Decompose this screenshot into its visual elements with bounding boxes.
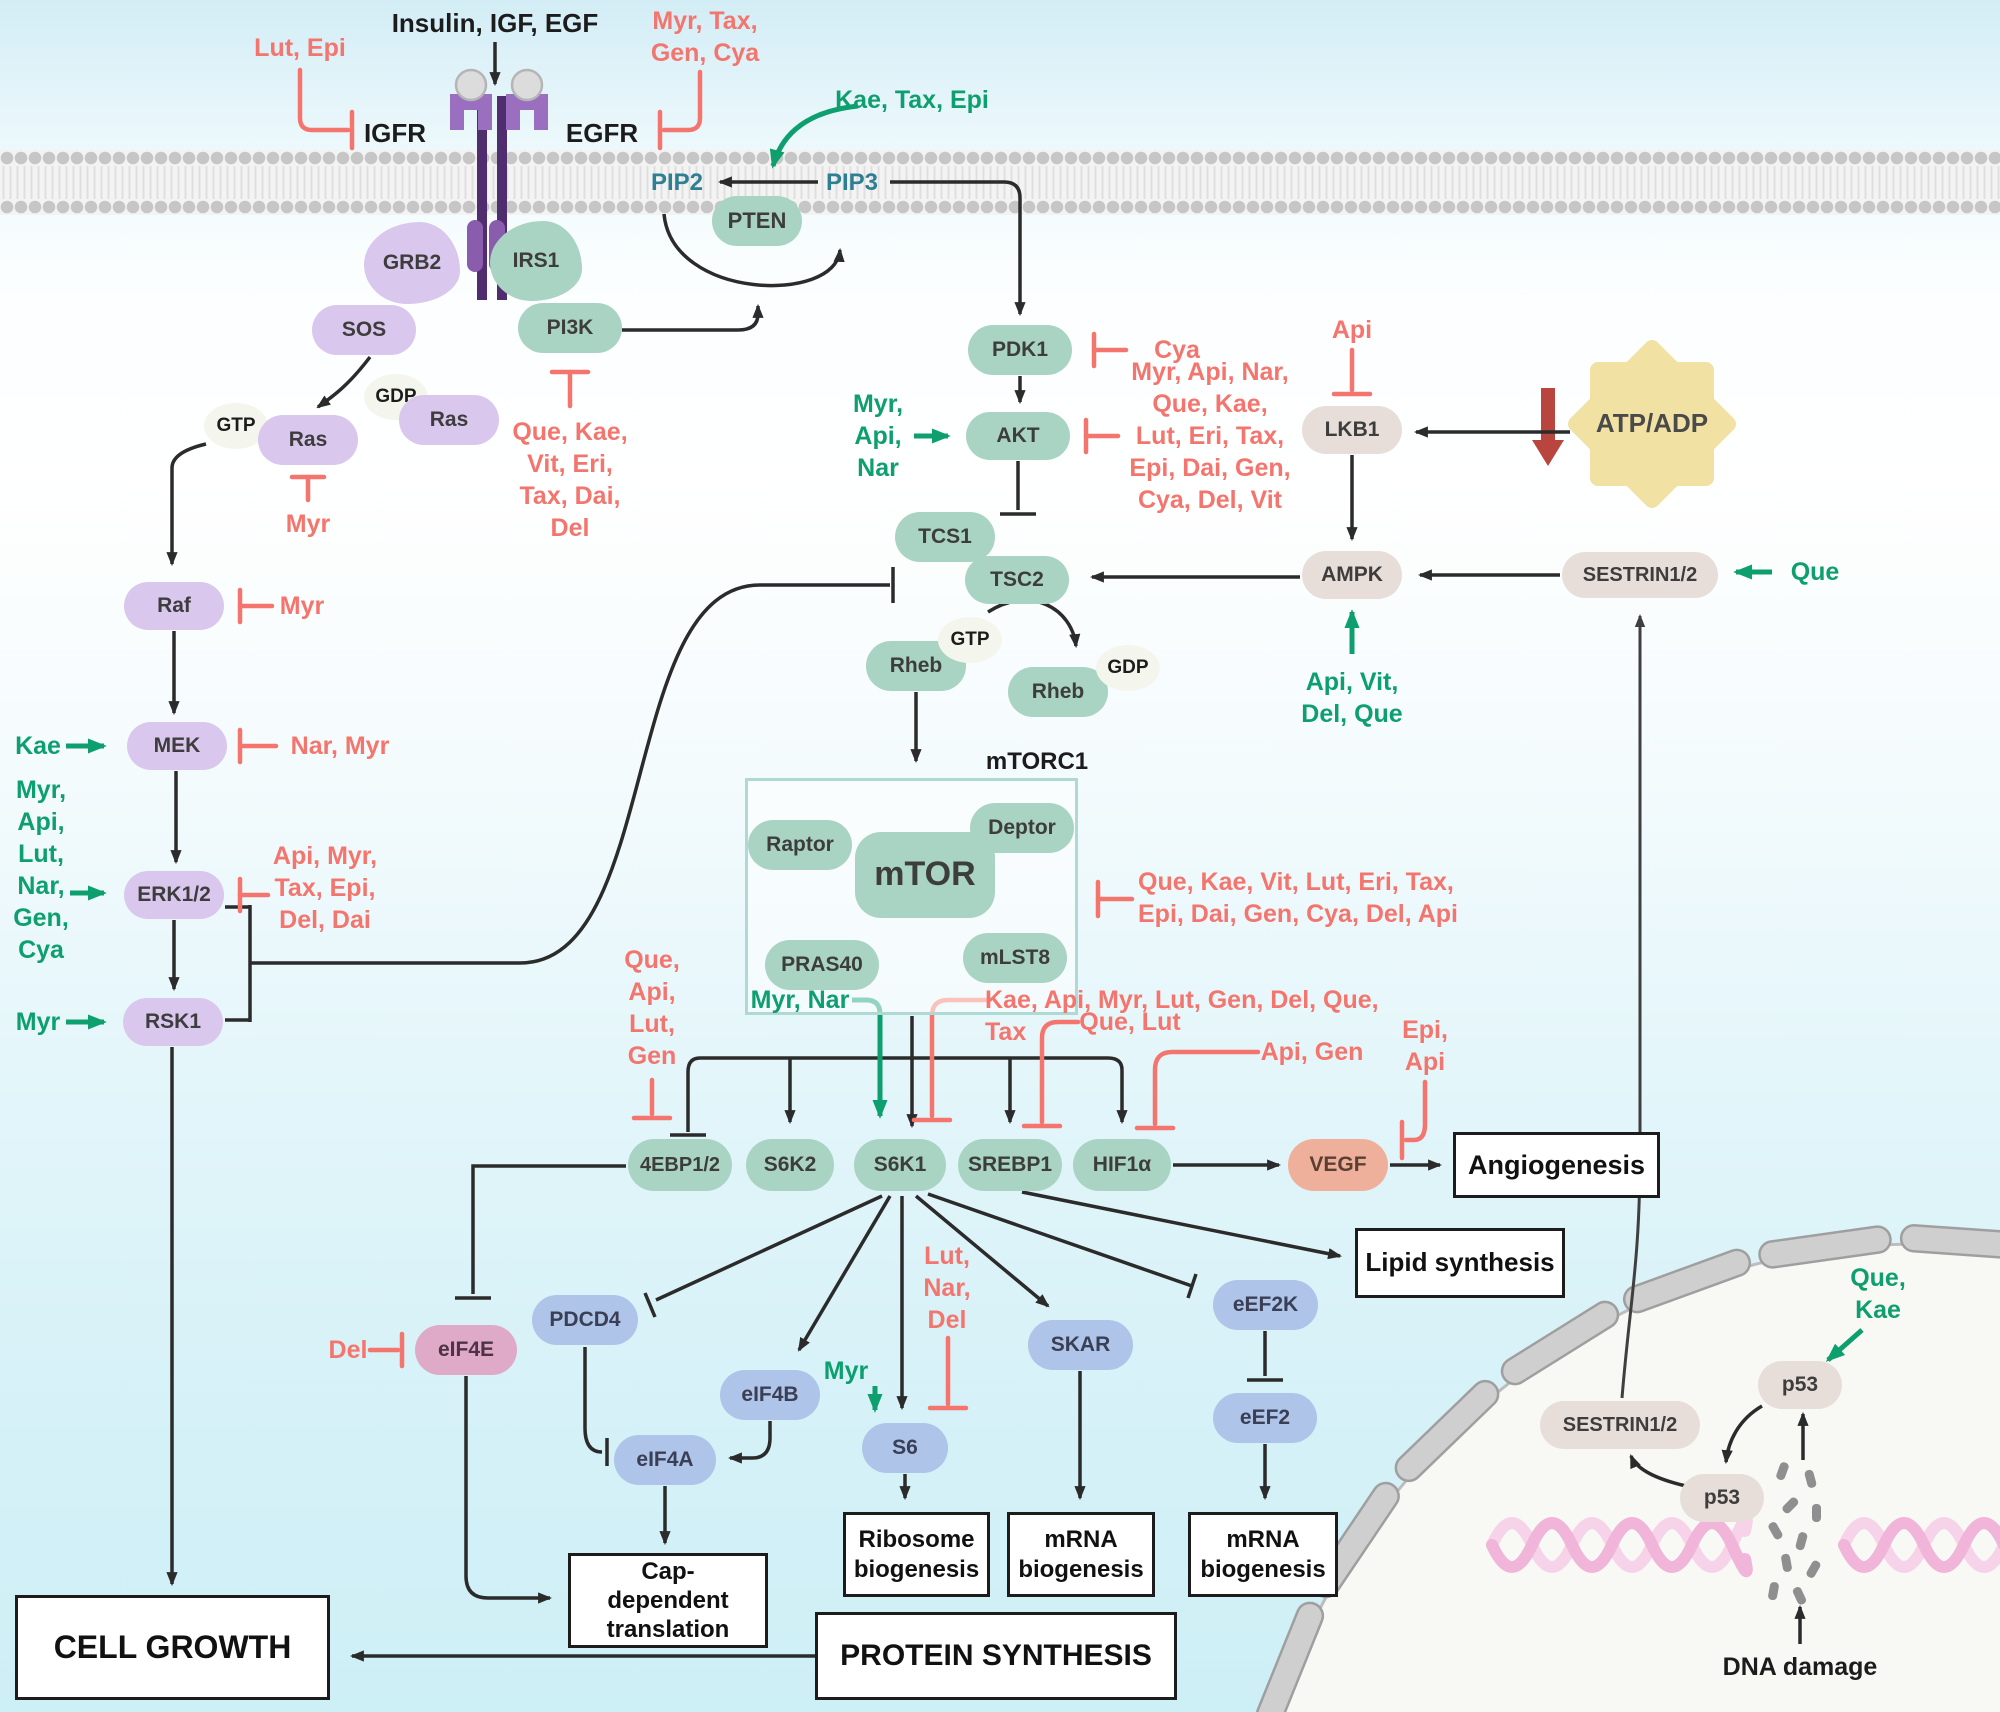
node-s6k2: S6K2 [746,1139,834,1191]
mod-s6-activator: Myr [823,1357,869,1385]
mod-ampk-activators: Api, Vit, Del, Que [1301,668,1403,728]
mod-4ebp-inhibitors: Que, Api, Lut, Gen [624,946,680,1070]
node-erk: ERK1/2 [124,871,224,919]
node-akt: AKT [966,412,1070,460]
mod-s6-inhibitors: Lut, Nar, Del [923,1242,971,1334]
node-grb2: GRB2 [364,222,460,304]
mod-pdk1-inhibitor: Cya [1154,336,1200,364]
node-pi3k: PI3K [518,303,622,353]
node-eef2k: eEF2K [1213,1280,1318,1330]
egfr-label: EGFR [565,118,639,148]
pip3-label: PIP3 [825,169,879,196]
node-pras40: PRAS40 [765,940,879,990]
sestrin-nuclear-export-line [1620,614,1646,1399]
mod-erk-activators: Myr, Api, Lut, Nar, Gen, Cya [13,776,69,964]
node-eef2: eEF2 [1213,1393,1317,1443]
mod-igfr-inhibitors: Lut, Epi [254,34,346,62]
mod-ras-inhibitor: Myr [285,510,331,538]
outcome-angiogenesis: Angiogenesis [1453,1132,1660,1198]
node-gdp-rheb: GDP [1096,645,1160,691]
node-eif4e: eIF4E [415,1325,517,1375]
node-sestrin-nucleus: SESTRIN1/2 [1540,1401,1700,1449]
node-skar: SKAR [1028,1320,1133,1370]
dna-helix [1486,1512,2000,1578]
node-hif1a: HIF1α [1073,1139,1171,1191]
node-pten: PTEN [712,196,802,246]
node-tcs1: TCS1 [895,512,995,562]
outcome-lipid-synthesis: Lipid synthesis [1355,1228,1565,1298]
outcome-cell-growth: CELL GROWTH [15,1595,330,1700]
mod-pi3k-inhibitors: Que, Kae, Vit, Eri, Tax, Dai, Del [512,418,628,542]
mtorc1-label: mTORC1 [985,748,1089,775]
ligands-label: Insulin, IGF, EGF [391,8,599,38]
node-irs1: IRS1 [490,221,582,301]
node-sos: SOS [312,305,416,355]
node-rsk1: RSK1 [123,998,223,1046]
pip2-label: PIP2 [650,169,704,196]
node-eif4b: eIF4B [720,1370,820,1420]
outcome-protein-synthesis: PROTEIN SYNTHESIS [815,1612,1177,1700]
node-pdk1: PDK1 [968,325,1072,375]
node-4ebp12: 4EBP1/2 [628,1139,732,1191]
node-rheb-gdp: Rheb [1008,667,1108,717]
node-s6k1: S6K1 [854,1139,946,1191]
node-mek: MEK [127,722,227,770]
mod-pip-activators: Kae, Tax, Epi [835,86,989,114]
outcome-ribosome-biogenesis: Ribosome biogenesis [843,1512,990,1597]
outcome-cap-dependent-translation: Cap- dependent translation [568,1553,768,1648]
mod-mek-activator: Kae [15,732,61,760]
mod-egfr-inhibitors: Myr, Tax, Gen, Cya [650,7,760,67]
mod-p53-activators: Que, Kae [1850,1264,1906,1324]
mod-mtor-inhibitors: Que, Kae, Vit, Lut, Eri, Tax, Epi, Dai, … [1138,868,1458,928]
mod-akt-inhibitors: Myr, Api, Nar, Que, Kae, Lut, Eri, Tax, … [1129,358,1291,514]
mod-erk-inhibitors: Api, Myr, Tax, Epi, Del, Dai [272,842,378,934]
mod-mek-inhibitors: Nar, Myr [290,732,390,760]
outcome-mrna-biogenesis-2: mRNA biogenesis [1188,1512,1338,1597]
mod-angiogenesis-inhibitors: Epi, Api [1402,1016,1448,1076]
node-gtp: GTP [204,403,268,449]
node-tsc2: TSC2 [965,556,1069,604]
dna-damage-label: DNA damage [1722,1653,1878,1681]
mod-srebp1-inhibitors: Que, Lut [1079,1008,1181,1036]
outcome-mrna-biogenesis-1: mRNA biogenesis [1007,1512,1155,1597]
node-raf: Raf [124,582,224,630]
decrease-arrow-icon [1532,388,1564,466]
node-lkb1: LKB1 [1302,406,1402,454]
mod-s6k1-activators: Myr, Nar [750,986,850,1014]
receptor-icon [450,68,548,300]
mod-rsk1-activator: Myr [15,1008,61,1036]
node-eif4a: eIF4A [614,1435,716,1485]
atp-adp-label: ATP/ADP [1595,408,1709,438]
mod-raf-inhibitor: Myr [279,592,325,620]
mod-eif4e-inhibitor: Del [328,1336,368,1364]
node-vegf: VEGF [1288,1139,1388,1191]
mod-akt-activators: Myr, Api, Nar [852,390,904,482]
node-ampk: AMPK [1302,551,1402,599]
mod-s6k1-inhibitors: Kae, Api, Myr, Lut, Gen, Del, Que, Tax [985,986,1379,1046]
node-gtp-rheb: GTP [938,617,1002,663]
atp-starburst-icon [1532,340,1736,508]
node-pdcd4: PDCD4 [532,1295,638,1345]
node-ras-gdp: Ras [399,395,499,445]
node-raptor: Raptor [748,820,852,870]
node-sestrin-cytoplasm: SESTRIN1/2 [1562,552,1718,598]
node-p53-active: p53 [1758,1361,1842,1409]
igfr-label: IGFR [363,118,427,148]
node-mlst8: mLST8 [963,933,1067,983]
node-deptor: Deptor [970,803,1074,853]
mod-hif1a-inhibitors: Api, Gen [1260,1038,1364,1066]
node-srebp1: SREBP1 [958,1139,1062,1191]
mod-sestrin-activator: Que [1790,558,1840,586]
node-s6: S6 [862,1423,948,1473]
node-p53-dna: p53 [1680,1474,1764,1522]
mod-lkb1-inhibitor: Api [1331,316,1373,344]
node-ras-gtp: Ras [258,415,358,465]
broken-dna-icon [1768,1462,1821,1605]
node-mtor: mTOR [855,832,995,918]
